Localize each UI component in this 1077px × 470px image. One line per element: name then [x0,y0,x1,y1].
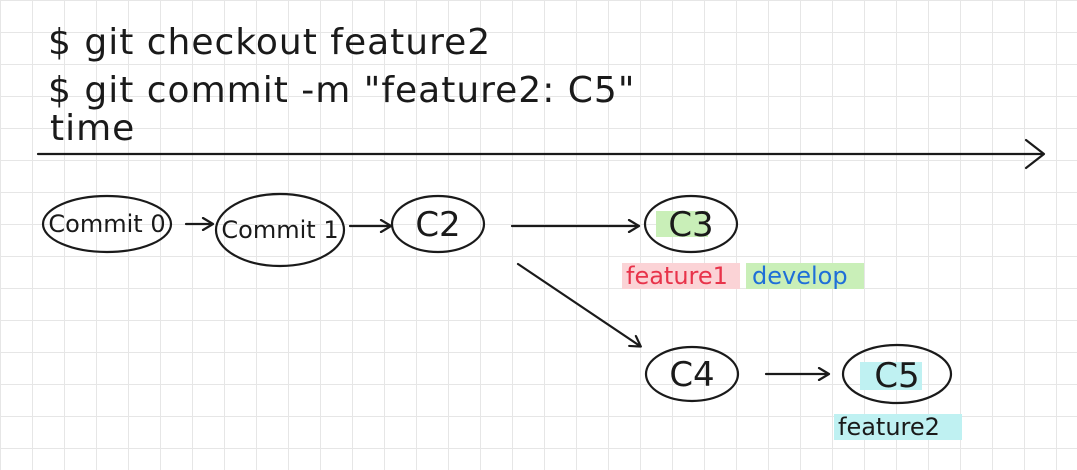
commit-ellipse [643,194,739,254]
branch-label-develop: develop [752,262,848,290]
branch-label-feature2: feature2 [838,413,940,441]
commit-node-c4: C4 [644,345,740,403]
timeline-label: time [50,108,135,149]
c5-highlight [860,362,922,390]
c3-highlight [656,211,708,237]
commit-node-c2: C2 [390,194,486,254]
commit-label: Commit 0 [48,210,165,238]
commit-node-commit0: Commit 0 [41,194,173,254]
commit-label: Commit 1 [221,216,338,244]
timeline-arrowhead [1024,138,1046,170]
commit-ellipse [644,345,740,403]
commit-ellipse [41,194,173,254]
command-line-checkout: $ git checkout feature2 [48,22,491,63]
edge-c2-c4 [516,262,640,346]
commit-label: C5 [874,356,919,396]
commit-ellipse [841,343,953,405]
develop-highlight [746,263,864,289]
commit-node-commit1: Commit 1 [214,192,346,268]
branch-label-feature1: feature1 [626,262,728,290]
feature2-highlight [834,414,962,440]
feature1-highlight [622,263,740,289]
commit-node-c3: C3 [643,194,739,254]
commit-label: C2 [415,205,460,245]
commit-label: C4 [669,355,714,395]
commit-label: C3 [668,205,713,245]
command-line-commit: $ git commit -m "feature2: C5" [48,70,635,111]
commit-node-c5: C5 [841,343,953,405]
commit-ellipse [214,192,346,268]
